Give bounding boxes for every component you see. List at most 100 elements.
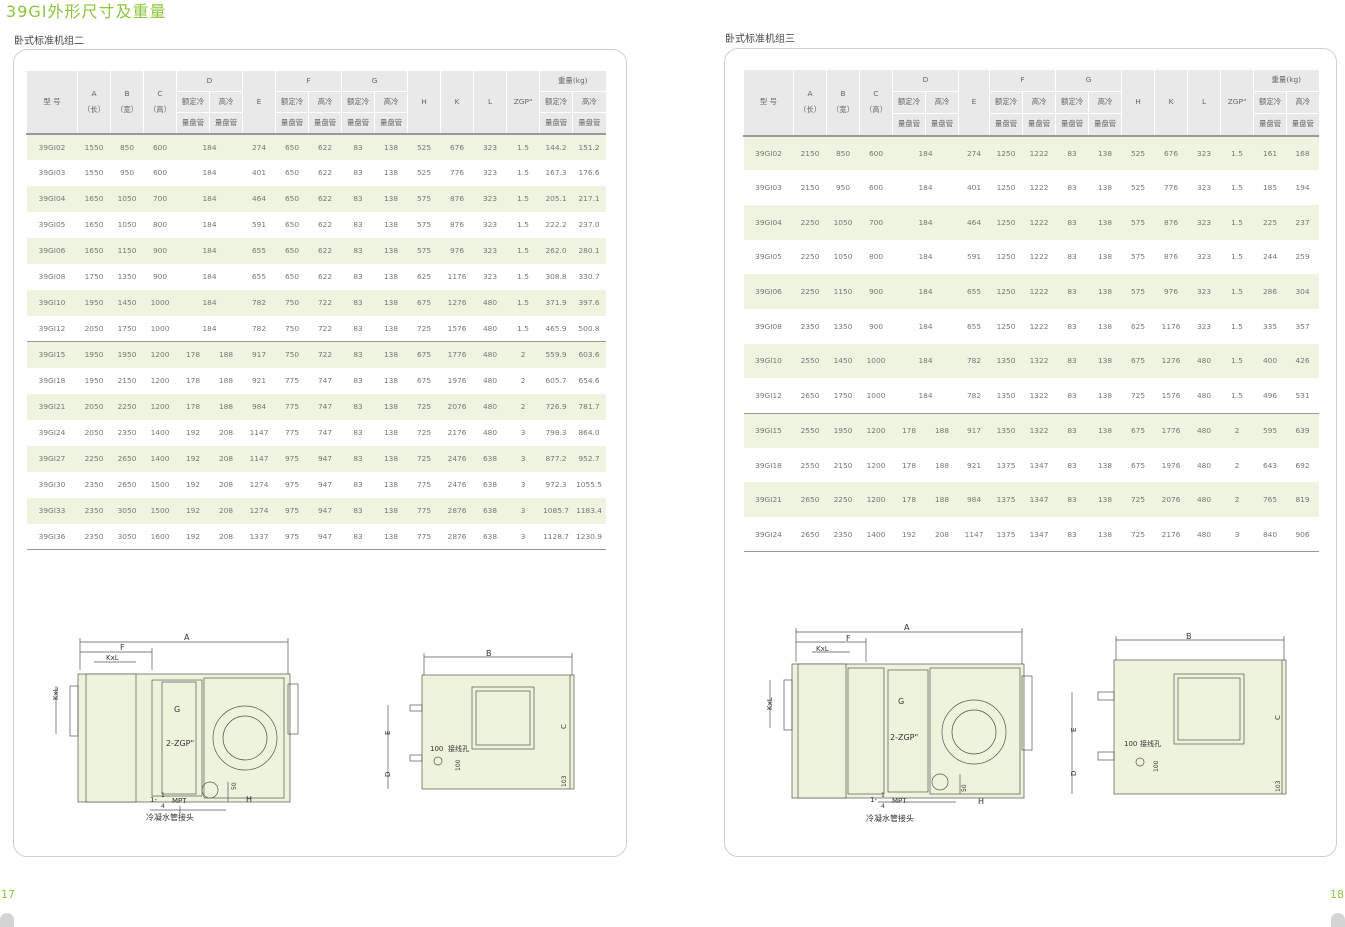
table-cell: 1274 xyxy=(249,480,269,489)
table-cell: 3050 xyxy=(110,497,144,524)
table-cell: 161 xyxy=(1253,134,1287,171)
table-cell: 1200 xyxy=(143,393,177,420)
table-cell: 323 xyxy=(482,168,498,177)
header-high-cool: 高冷 xyxy=(208,91,243,113)
header-zgp: ZGP" xyxy=(506,70,540,134)
header-high-cool: 高冷 xyxy=(1022,91,1056,114)
table-cell: 675 xyxy=(407,341,441,368)
table-cell: 654.6 xyxy=(578,376,600,385)
table-cell: 138 xyxy=(374,237,408,264)
table-cell: 1776 xyxy=(440,341,474,368)
table-cell: 2476 xyxy=(447,480,467,489)
table-cell: 83 xyxy=(1067,460,1077,470)
table-cell: 237.0 xyxy=(578,220,600,229)
table-cell: 1200 xyxy=(150,376,170,385)
header-rated-cool: 额定冷 xyxy=(341,91,375,113)
table-cell: 1230.9 xyxy=(572,523,606,550)
dim-h-left: H xyxy=(246,795,252,804)
table-cell: 2350 xyxy=(800,321,820,331)
dim-kxl-vertical-left: KxL xyxy=(52,687,60,700)
header-coil-pipe: 量盘管 xyxy=(1088,113,1122,136)
table-cell: 151.2 xyxy=(572,132,606,160)
table-cell: 371.9 xyxy=(539,289,573,316)
header-a-label: A xyxy=(91,88,97,98)
table-cell: 1550 xyxy=(84,168,104,177)
table-cell: 984 xyxy=(242,393,276,420)
table-cell: 559.9 xyxy=(539,341,573,368)
table-cell: 83 xyxy=(341,341,375,368)
table-cell: 650 xyxy=(284,220,300,229)
table-cell: 83 xyxy=(353,272,363,281)
table-cell: 1222 xyxy=(1022,274,1056,309)
table-cell: 188 xyxy=(209,341,243,368)
header-coil-pipe: 量盘管 xyxy=(924,113,959,136)
table-cell: 192 xyxy=(176,523,210,550)
table-cell: 725 xyxy=(407,445,441,472)
unit-side-view-left: A F KxL KxL G 2-ZGP" H 50 1- 1 4 MPT 冷凝水… xyxy=(52,633,299,822)
table-cell: 2650 xyxy=(117,480,137,489)
table-cell: 972.3 xyxy=(545,480,567,489)
table-cell: 39GI10 xyxy=(26,289,78,316)
table-cell: 750 xyxy=(275,341,309,368)
table-cell: 1950 xyxy=(110,341,144,368)
table-cell: 750 xyxy=(284,323,300,333)
table-cell: 138 xyxy=(374,497,408,524)
table-cell: 2150 xyxy=(833,460,853,470)
table-cell: 83 xyxy=(341,132,375,160)
table-cell: 1150 xyxy=(110,237,144,264)
table-cell: 222.2 xyxy=(545,220,567,229)
page-number-right: 18 xyxy=(1330,888,1344,901)
label-zgp-right: 2-ZGP" xyxy=(890,733,918,742)
table-cell: 138 xyxy=(1088,412,1122,448)
table-cell: 1950 xyxy=(84,376,104,385)
dim-a-left: A xyxy=(184,633,190,642)
table-cell: 2050 xyxy=(77,393,111,420)
table-cell: 921 xyxy=(251,376,267,385)
table-cell: 262.0 xyxy=(539,237,573,264)
table-cell: 2050 xyxy=(84,428,104,437)
dim-kxl-vertical-right: KxL xyxy=(766,697,774,710)
header-a-sub: （长） xyxy=(798,105,822,115)
table-cell: 274 xyxy=(242,132,276,160)
table-cell: 138 xyxy=(1088,204,1122,240)
table-cell: 184 xyxy=(176,185,243,212)
header-high-cool: 高冷 xyxy=(374,91,408,113)
table-cell: 83 xyxy=(1067,321,1077,331)
table-cell: 138 xyxy=(1097,390,1113,400)
table-cell: 638 xyxy=(482,480,498,489)
table-cell: 1350 xyxy=(989,412,1023,448)
header-rated-cool: 额定冷 xyxy=(1253,91,1287,114)
header-rated-cool: 额定冷 xyxy=(176,91,210,113)
table-cell: 1147 xyxy=(242,445,276,472)
mpt-num-right: 1 xyxy=(881,792,885,799)
table-cell: 2150 xyxy=(793,134,827,171)
header-a-label: A xyxy=(807,89,813,99)
table-cell: 1000 xyxy=(859,343,893,379)
table-cell: 480 xyxy=(482,323,498,333)
table-cell: 184 xyxy=(202,220,217,229)
table-cell: 138 xyxy=(383,323,399,333)
table-cell: 1.5 xyxy=(506,132,540,160)
table-cell: 192 xyxy=(176,497,210,524)
header-l: L xyxy=(1187,69,1221,136)
unit-front-view-right: B E D C 103 100 接线孔 100 xyxy=(1070,632,1287,795)
table-cell: 950 xyxy=(119,168,135,177)
table-cell: 2350 xyxy=(117,428,137,437)
table-cell: 900 xyxy=(152,272,168,281)
table-cell: 900 xyxy=(859,274,893,309)
table-cell: 401 xyxy=(966,183,982,193)
table-cell: 2550 xyxy=(793,412,827,448)
table-cell: 167.3 xyxy=(545,168,567,177)
table-cell: 575 xyxy=(407,185,441,212)
table-cell: 138 xyxy=(374,393,408,420)
table-cell: 480 xyxy=(1187,343,1221,379)
table-cell: 83 xyxy=(341,497,375,524)
table-cell: 840 xyxy=(1253,517,1287,553)
drain-label-right: 冷凝水管接头 xyxy=(866,813,914,823)
table-cell: 39GI05 xyxy=(38,220,66,229)
